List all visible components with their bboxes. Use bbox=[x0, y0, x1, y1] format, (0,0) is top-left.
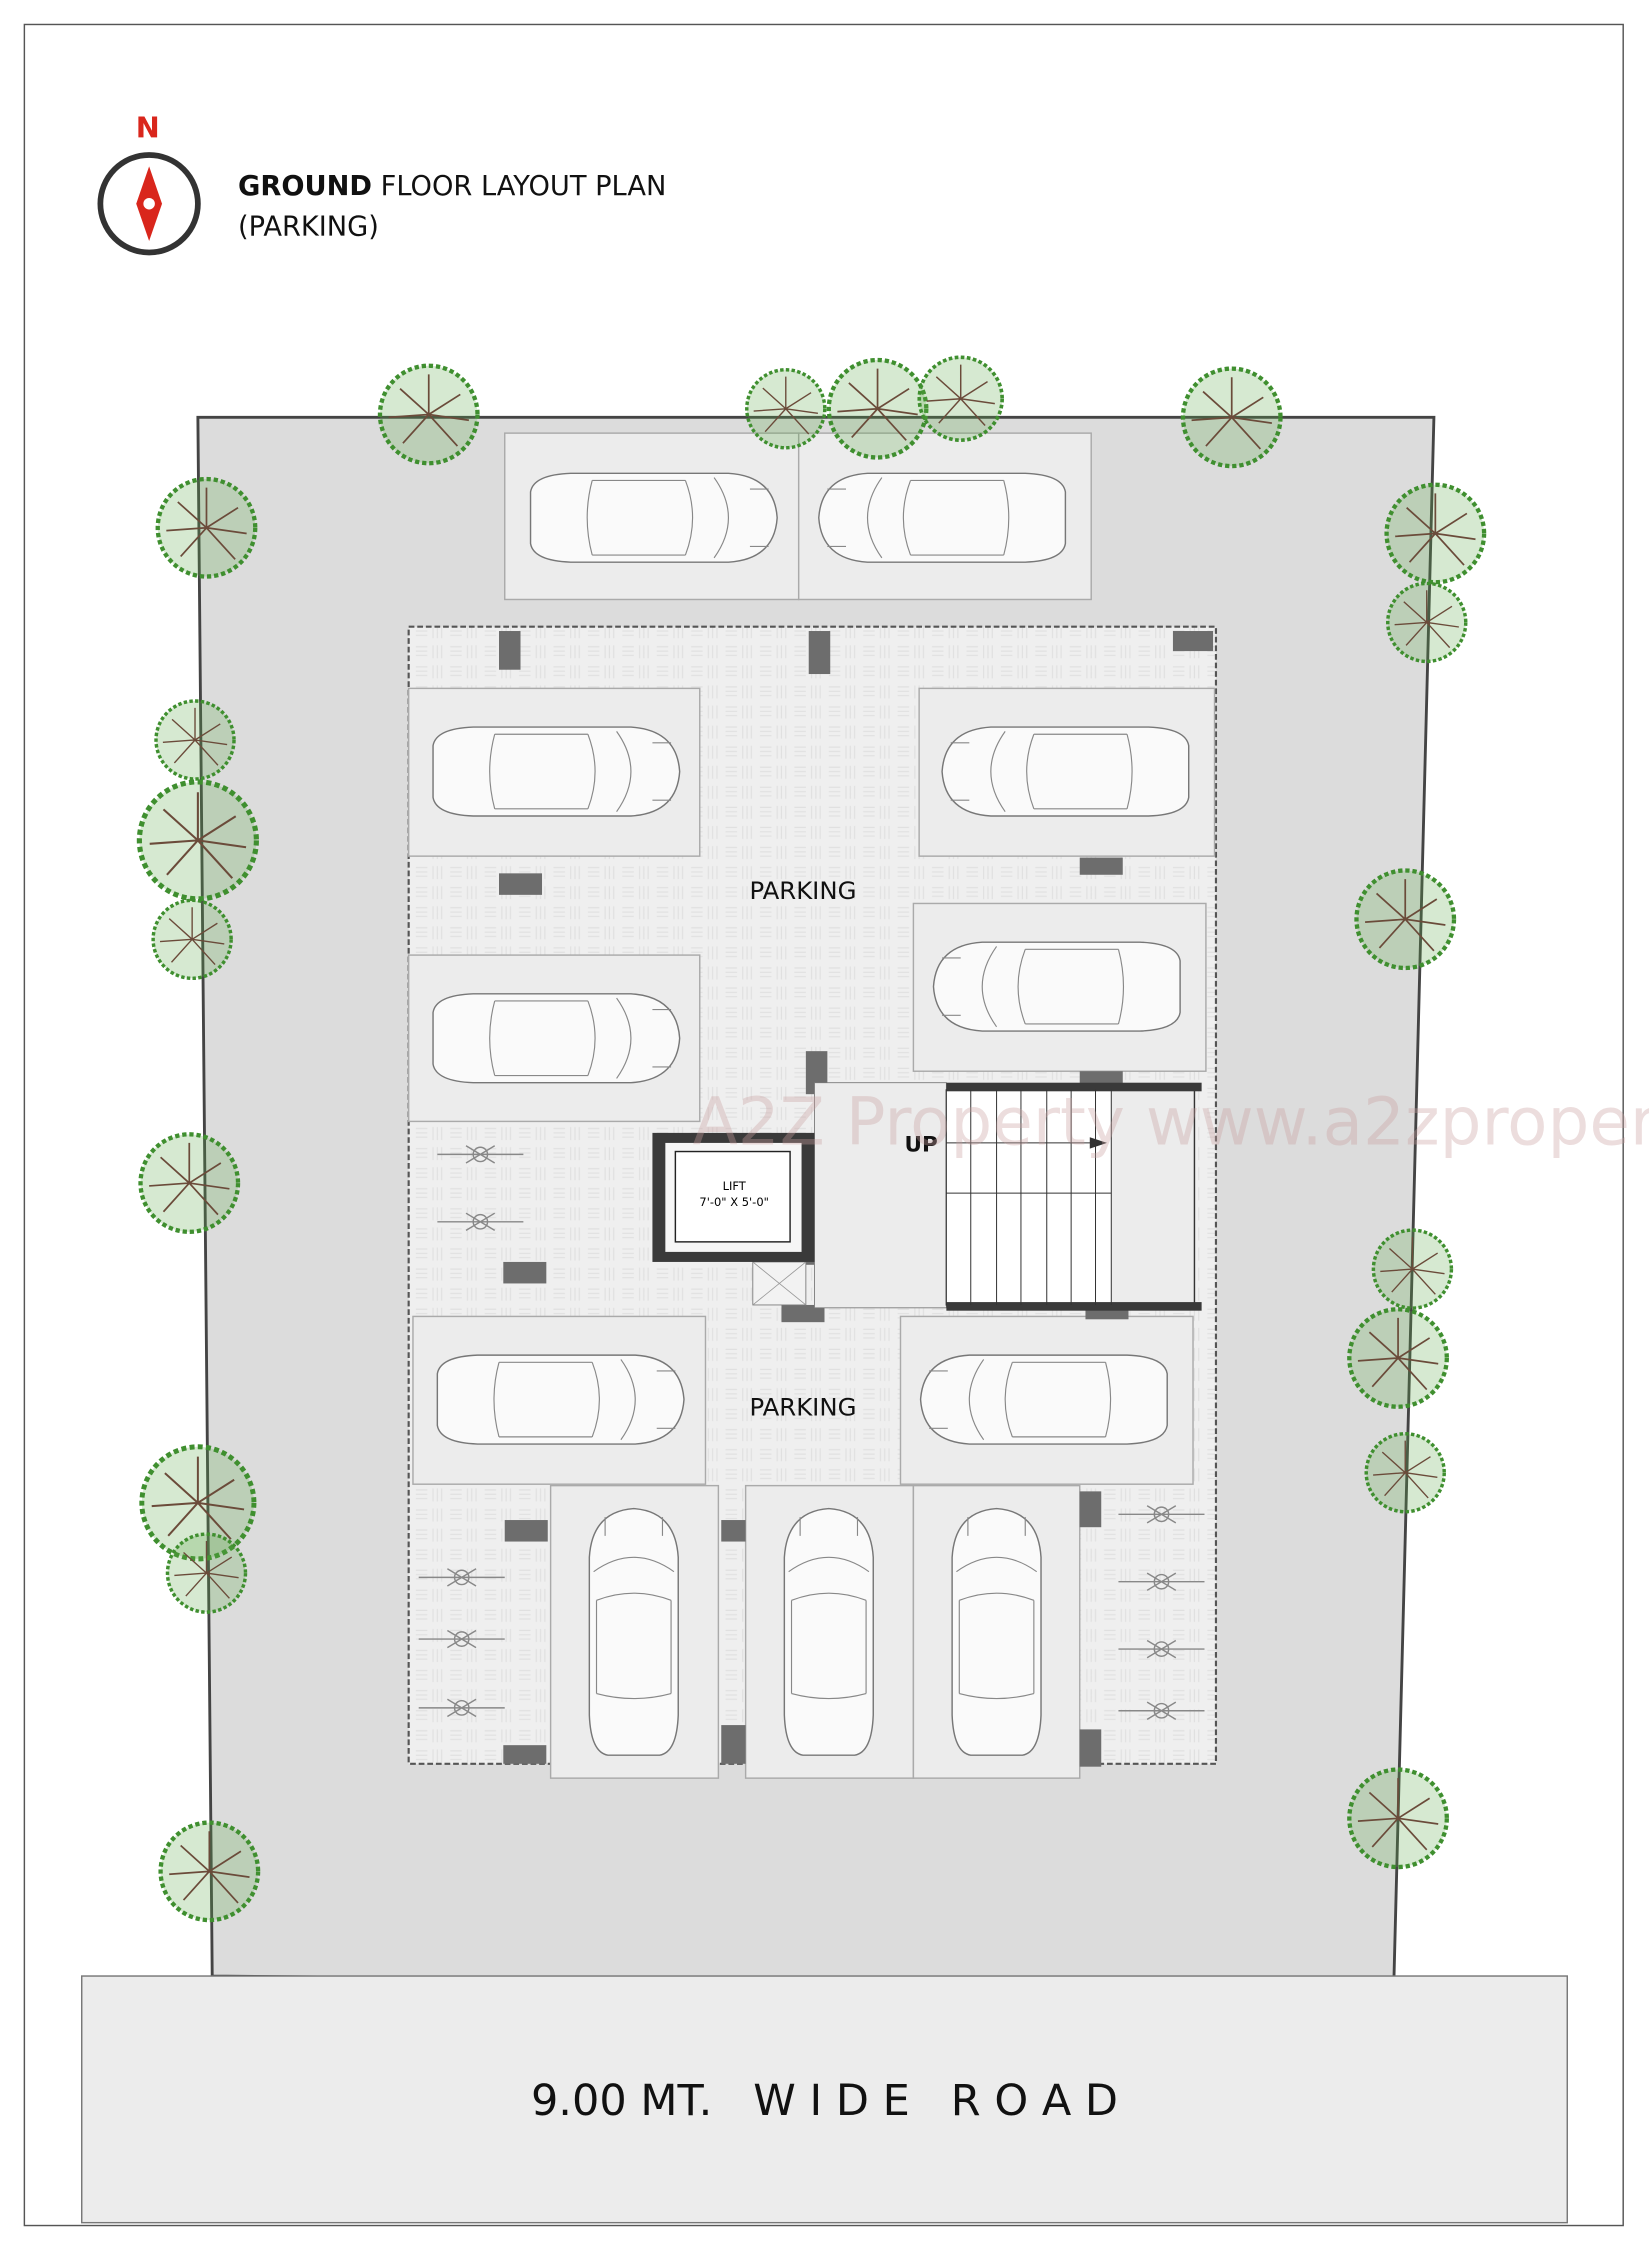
tree-icon bbox=[151, 898, 233, 981]
car bbox=[419, 1341, 694, 1458]
tree-icon bbox=[141, 1134, 239, 1232]
north-compass: N bbox=[97, 111, 201, 256]
tree-icon bbox=[745, 368, 827, 450]
tree-icon bbox=[1356, 870, 1454, 968]
tree-icon bbox=[139, 782, 256, 899]
car bbox=[911, 1341, 1186, 1458]
car bbox=[938, 1499, 1055, 1774]
lift-car bbox=[674, 1150, 791, 1243]
parking-label-lower: PARKING bbox=[749, 1392, 856, 1421]
car bbox=[415, 713, 689, 830]
columns bbox=[499, 631, 1214, 1767]
tree-icon bbox=[380, 366, 478, 464]
compass-north-label: N bbox=[136, 111, 160, 145]
tree-icon bbox=[1371, 1228, 1454, 1310]
parking-label-upper: PARKING bbox=[749, 876, 856, 905]
stair-landing bbox=[814, 1082, 947, 1309]
lift-core: LIFT 7'-0" X 5'-0" UP bbox=[652, 1082, 1202, 1311]
tree-icon bbox=[161, 1823, 259, 1921]
tree-icon bbox=[1364, 1432, 1446, 1514]
road-label: 9.00 MT. W I D E R O A D bbox=[531, 2076, 1118, 2126]
car bbox=[809, 459, 1084, 576]
car bbox=[575, 1499, 692, 1774]
tree-icon bbox=[158, 479, 256, 577]
car bbox=[770, 1499, 887, 1774]
stair-up-label: UP bbox=[905, 1133, 938, 1158]
car bbox=[932, 713, 1207, 830]
tree-icon bbox=[1387, 485, 1485, 583]
tree-icon bbox=[1349, 1309, 1447, 1407]
car bbox=[415, 980, 689, 1097]
lift-label: LIFT bbox=[723, 1179, 747, 1193]
tree-icon bbox=[1386, 581, 1468, 664]
car bbox=[924, 928, 1199, 1045]
plan-subtitle: (PARKING) bbox=[238, 211, 379, 242]
tree-icon bbox=[829, 360, 927, 458]
car bbox=[512, 459, 787, 576]
parking-slots bbox=[407, 687, 1216, 1779]
compass-ring-icon bbox=[97, 152, 201, 256]
road bbox=[81, 1975, 1568, 2224]
tree-icon bbox=[1183, 369, 1281, 467]
tree-icon bbox=[1349, 1770, 1447, 1868]
tree-icon bbox=[917, 355, 1004, 442]
watermark: A2Z Property www.a2zproperty.in bbox=[693, 1083, 1649, 1160]
lift-size: 7'-0" X 5'-0" bbox=[699, 1195, 768, 1209]
tree-icon bbox=[154, 699, 236, 781]
plan-title: GROUND FLOOR LAYOUT PLAN bbox=[238, 171, 666, 202]
stair-direction-arrow-icon bbox=[1089, 1137, 1107, 1149]
tree-icon bbox=[165, 1532, 248, 1614]
